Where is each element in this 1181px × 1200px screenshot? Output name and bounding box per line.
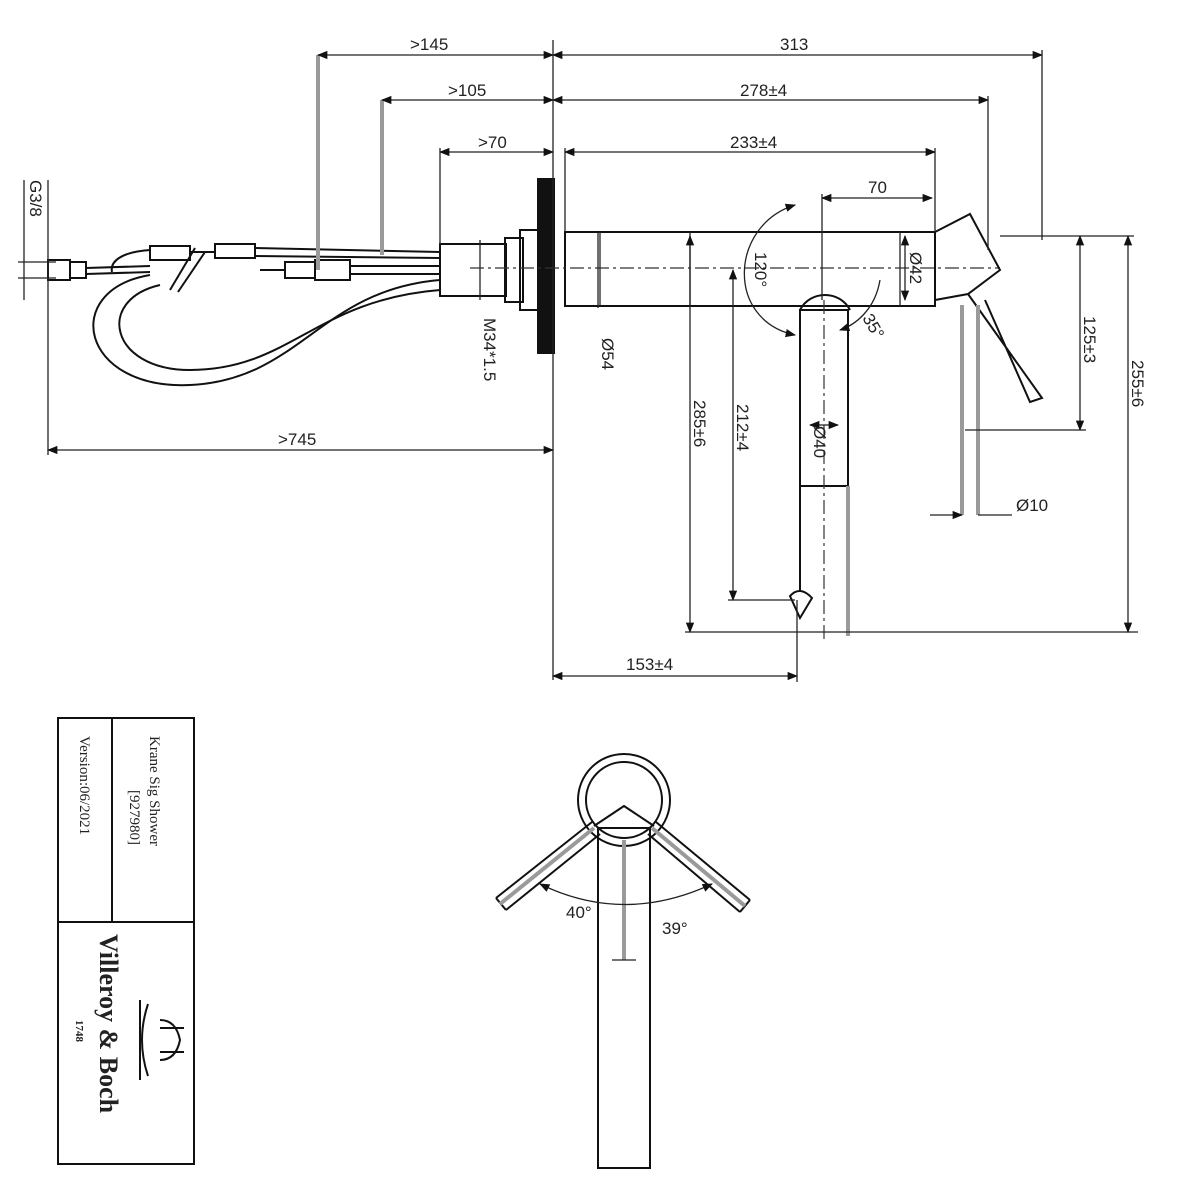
angle-120: 120° xyxy=(751,252,770,287)
angle-39: 39° xyxy=(662,919,688,938)
dimension-lines: >145 313 >105 278±4 >70 233±4 70 >745 15… xyxy=(18,35,1147,682)
dim-145: >145 xyxy=(410,35,448,54)
dim-105: >105 xyxy=(448,81,486,100)
dim-153: 153±4 xyxy=(626,655,673,674)
dim-278: 278±4 xyxy=(740,81,787,100)
dim-745: >745 xyxy=(278,430,316,449)
dim-285: 285±6 xyxy=(690,400,709,447)
dim-70: 70 xyxy=(868,178,887,197)
base-plate xyxy=(537,178,555,354)
title-block: Krane Sig Shower [927980] Version:06/202… xyxy=(57,717,195,1165)
dim-10: Ø10 xyxy=(1016,496,1048,515)
brand-logo xyxy=(139,1000,184,1080)
dim-255: 255±6 xyxy=(1128,360,1147,407)
hose xyxy=(92,274,441,387)
swivel-arm-left xyxy=(495,821,601,911)
dim-m34: M34*1.5 xyxy=(480,318,499,381)
lever-handle xyxy=(934,212,1002,302)
dim-70a: >70 xyxy=(478,133,507,152)
brand-name: Villeroy & Boch xyxy=(94,934,123,1114)
dim-g38: G3/8 xyxy=(26,180,45,217)
swivel-arm-right xyxy=(647,821,751,913)
version-label: Version:06/2021 xyxy=(76,736,92,835)
mounting-nut xyxy=(439,243,507,297)
brand-year: 1748 xyxy=(73,1020,85,1043)
dim-40: Ø40 xyxy=(810,426,829,458)
top-view: 40° 39° xyxy=(495,753,751,1169)
dim-42: Ø42 xyxy=(906,252,925,284)
spout-body xyxy=(564,231,936,307)
dim-233: 233±4 xyxy=(730,133,777,152)
dim-54: Ø54 xyxy=(598,338,617,370)
product-code: [927980] xyxy=(126,790,142,845)
side-view: >145 313 >105 278±4 >70 233±4 70 >745 15… xyxy=(18,35,1147,682)
dim-125: 125±3 xyxy=(1080,316,1099,363)
dim-313: 313 xyxy=(780,35,808,54)
angle-40: 40° xyxy=(566,903,592,922)
product-name: Krane Sig Shower xyxy=(146,736,162,846)
spout-top-view xyxy=(597,827,651,1169)
dim-212: 212±4 xyxy=(733,404,752,451)
